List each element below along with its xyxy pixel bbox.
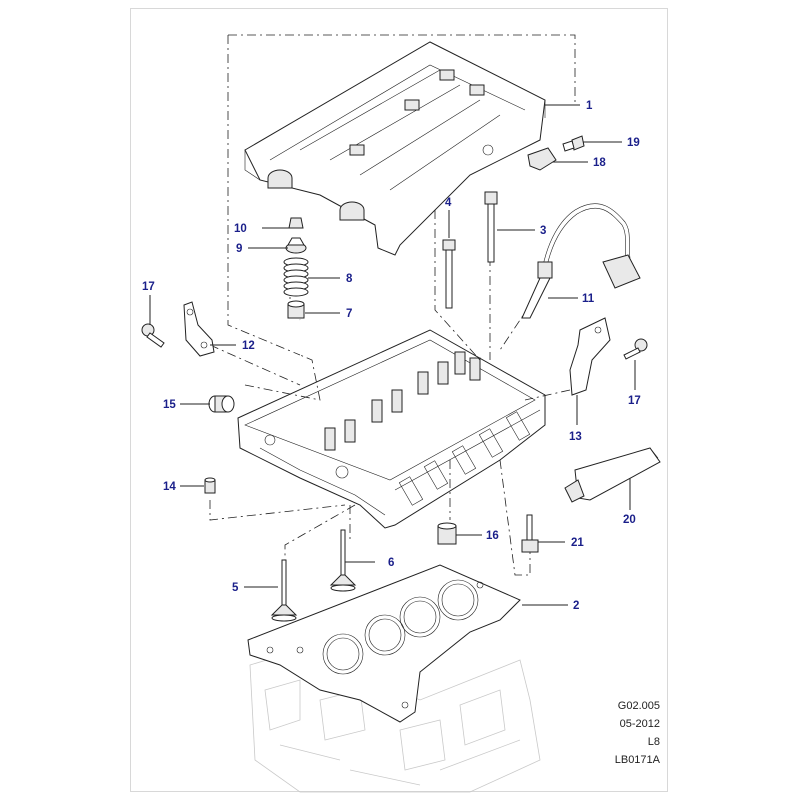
callout-21: 21	[571, 537, 584, 549]
callout-16: 16	[486, 530, 499, 542]
callout-13: 13	[569, 431, 582, 443]
cylinder-head	[237, 329, 546, 529]
callout-17-left: 17	[142, 281, 155, 293]
part-7-valve-stem-seal	[287, 300, 305, 319]
part-12-bracket	[183, 301, 215, 357]
part-17-bolt-left	[141, 323, 165, 348]
callout-20: 20	[623, 514, 636, 526]
part-21-stud	[521, 514, 539, 553]
reference-date: 05-2012	[619, 718, 660, 730]
camshaft-carrier	[244, 41, 546, 256]
head-gasket	[247, 564, 521, 723]
callout-17-right: 17	[628, 395, 641, 407]
part-8-valve-spring	[283, 257, 309, 297]
reference-model: L8	[647, 736, 660, 748]
callout-8: 8	[346, 273, 353, 285]
part-5-exhaust-valve	[270, 559, 298, 622]
callout-2: 2	[573, 600, 579, 612]
part-16-plug	[437, 522, 457, 545]
valve-springs-in-head	[324, 351, 481, 451]
callout-7: 7	[346, 308, 352, 320]
part-15-dowel	[208, 395, 235, 413]
callout-labels: 1 2 3 4 5 6 7 8 9 10 11 12 13 14 15 16 1…	[142, 100, 641, 612]
callout-9: 9	[236, 243, 242, 255]
callout-1: 1	[586, 100, 593, 112]
callout-19: 19	[627, 137, 640, 149]
part-11-glow-plug	[521, 203, 641, 319]
part-6-inlet-valve	[329, 529, 357, 592]
callout-6: 6	[388, 557, 394, 569]
part-19-screw	[562, 135, 585, 152]
callout-14: 14	[163, 481, 176, 493]
callout-3: 3	[540, 225, 546, 237]
leader-lines	[149, 104, 636, 606]
part-18-sensor	[527, 147, 557, 171]
part-4-bolt	[442, 239, 456, 309]
callout-11: 11	[582, 293, 595, 305]
part-10-valve-collet	[288, 217, 304, 229]
part-14-dowel-pin	[204, 477, 216, 494]
callout-4: 4	[445, 197, 452, 209]
part-20-sealant-tube	[564, 447, 661, 503]
reference-code: G02.005	[617, 700, 660, 712]
callout-15: 15	[163, 399, 176, 411]
callout-10: 10	[234, 223, 247, 235]
callout-18: 18	[593, 157, 606, 169]
part-17-bolt-right	[623, 338, 648, 360]
reference-illustration-id: LB0171A	[614, 754, 660, 766]
part-3-head-bolt	[484, 191, 498, 263]
part-9-spring-retainer	[285, 237, 307, 254]
part-13-bracket	[569, 317, 611, 396]
callout-5: 5	[232, 582, 239, 594]
callout-12: 12	[242, 340, 255, 352]
